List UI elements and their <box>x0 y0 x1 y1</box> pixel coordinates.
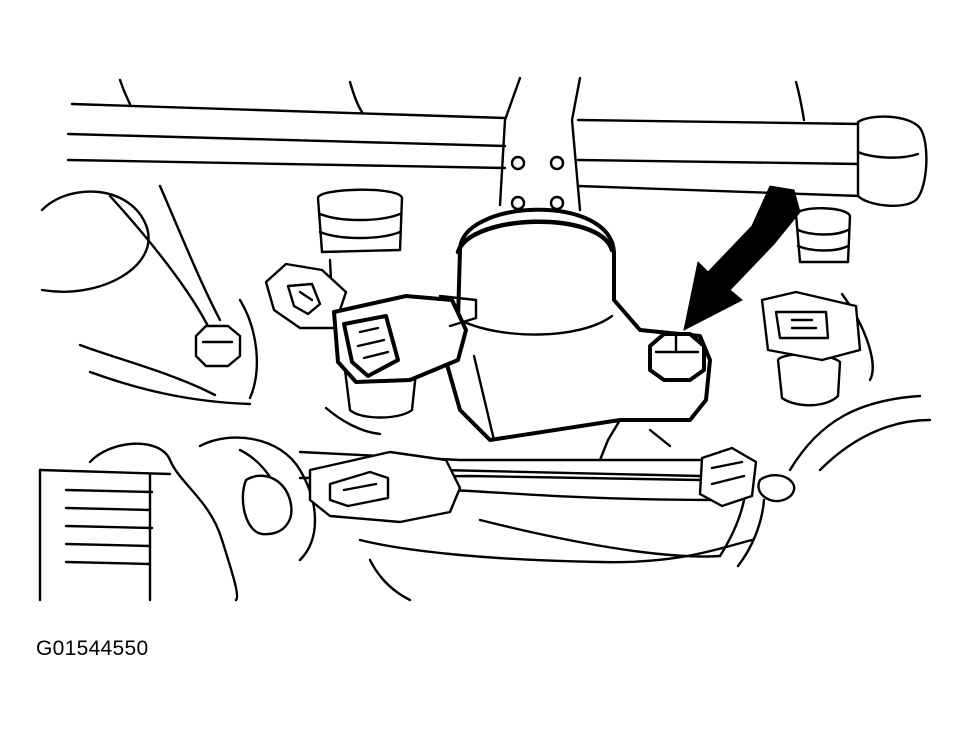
harness-connector <box>308 450 462 524</box>
injector-connector-left <box>264 262 348 330</box>
figure-id-label: G01544550 <box>36 637 149 660</box>
hose-loop <box>40 184 259 406</box>
bracket <box>498 76 582 212</box>
right-wire-connector <box>698 394 932 568</box>
injector-right <box>776 207 874 407</box>
injector-connector-right <box>760 290 862 362</box>
wiring-harness <box>38 436 754 602</box>
mounting-bolt <box>648 332 706 382</box>
sensor-body <box>438 207 712 462</box>
pointer-arrow <box>683 185 801 331</box>
sensor-connector <box>332 294 478 384</box>
left-bolt <box>194 324 242 368</box>
fuel-rail <box>66 78 928 207</box>
